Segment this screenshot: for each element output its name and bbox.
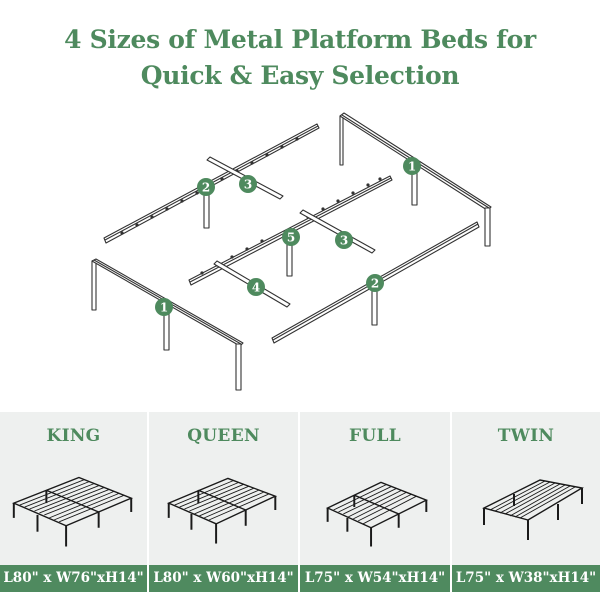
badge-part-3-top: 3 (239, 175, 257, 193)
size-name: TWIN (497, 426, 555, 446)
title-line-2: Quick & Easy Selection (140, 61, 460, 90)
badge-part-2-top: 2 (197, 178, 215, 196)
svg-text:2: 2 (371, 277, 379, 291)
svg-text:4: 4 (252, 281, 260, 295)
size-card-twin[interactable]: TWIN L75" x W38"xH14" (452, 412, 600, 592)
exploded-parts-diagram: 1 2 3 4 5 1 2 3 (91, 112, 492, 391)
size-card-king[interactable]: KING L80" x W76"xH14" (0, 412, 149, 592)
svg-text:3: 3 (244, 178, 252, 192)
cross-bar-3-middle (299, 209, 376, 254)
svg-text:1: 1 (160, 301, 168, 315)
king-bed-frame-icon (12, 476, 134, 547)
size-dimensions: L80" x W60"xH14" (149, 565, 298, 592)
svg-text:3: 3 (340, 234, 348, 248)
badge-part-3-middle: 3 (335, 231, 353, 249)
head-frame-top-right (339, 112, 492, 247)
title-line-1: 4 Sizes of Metal Platform Beds for (64, 25, 536, 54)
size-dimensions: L75" x W54"xH14" (300, 565, 450, 592)
size-name: QUEEN (187, 426, 260, 446)
twin-bed-frame-icon (482, 479, 584, 540)
queen-bed-frame-icon (166, 477, 278, 544)
badge-part-1-top: 1 (403, 157, 421, 175)
full-bed-frame-icon (326, 481, 429, 547)
badge-part-4: 4 (247, 278, 265, 296)
badge-part-1-bottom: 1 (155, 298, 173, 316)
size-card-queen[interactable]: QUEEN L80" x W60"xH14" (149, 412, 300, 592)
part-badges: 1 2 3 4 5 1 2 3 (155, 157, 421, 316)
badge-part-2-bottom: 2 (366, 274, 384, 292)
svg-text:5: 5 (287, 231, 295, 245)
page-title: 4 Sizes of Metal Platform Beds for Quick… (0, 22, 600, 94)
svg-text:2: 2 (202, 181, 210, 195)
size-dimensions: L80" x W76"xH14" (0, 565, 147, 592)
foot-frame-bottom-left (91, 258, 244, 391)
size-name: KING (46, 426, 101, 446)
svg-text:1: 1 (408, 160, 416, 174)
size-options: KING L80" x W76"xH14" QUEEN (0, 412, 600, 592)
size-name: FULL (348, 426, 401, 446)
badge-part-5: 5 (282, 228, 300, 246)
size-dimensions: L75" x W38"xH14" (452, 565, 600, 592)
size-card-full[interactable]: FULL L75" x W54"xH14" (300, 412, 452, 592)
